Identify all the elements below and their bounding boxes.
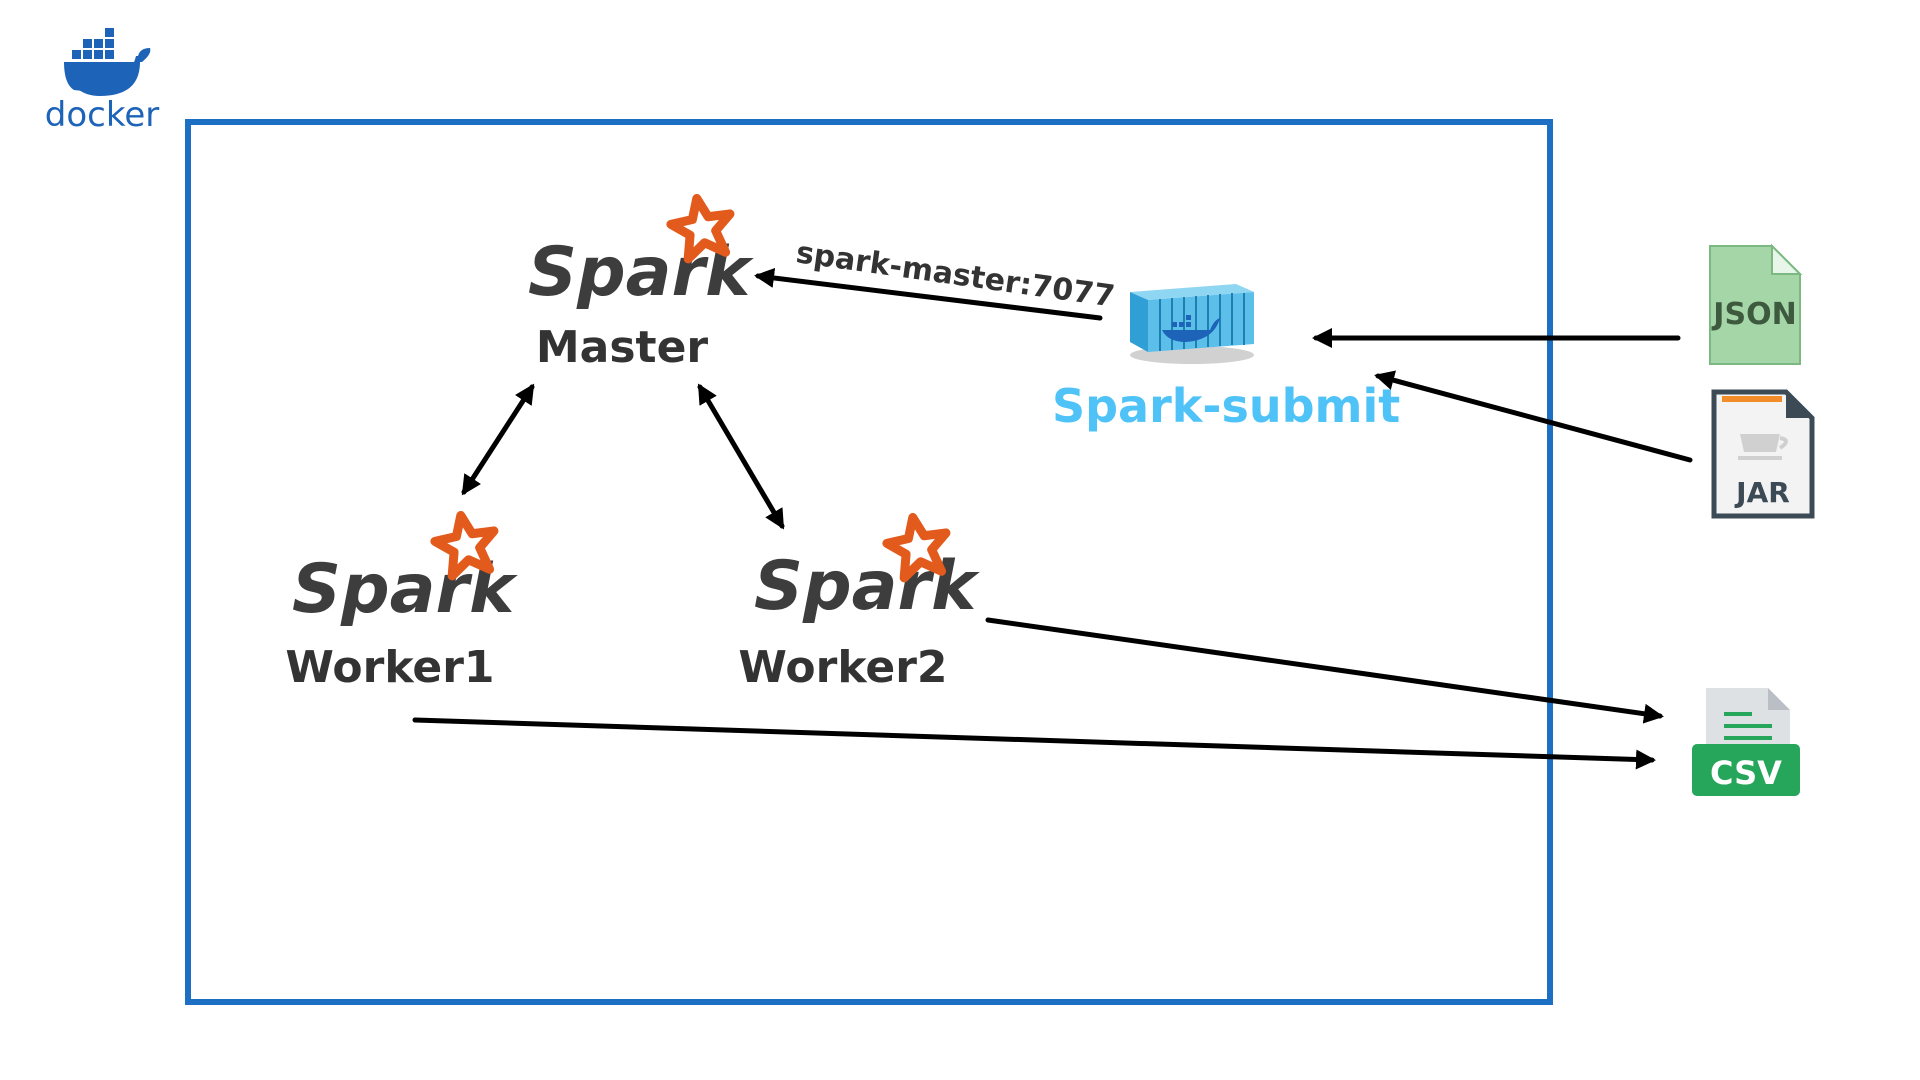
docker-label: docker <box>45 95 159 135</box>
jar-file-label: JAR <box>1734 476 1790 509</box>
docker-logo: docker <box>45 28 159 135</box>
worker2-label: Worker2 <box>738 642 947 693</box>
edge-submit-to-master <box>754 268 1103 321</box>
docker-whale-icon <box>64 28 151 96</box>
edge-worker2-to-csv <box>985 617 1664 724</box>
edge-worker1-to-csv <box>412 717 1656 770</box>
spark-worker1-node: Spark Worker1 <box>285 510 518 693</box>
master-label: Master <box>536 322 709 373</box>
jar-file-icon: JAR <box>1711 389 1815 519</box>
csv-file-label: CSV <box>1710 754 1782 792</box>
edge-master-worker1 <box>461 383 535 496</box>
spark-submit-node: Spark-submit <box>1052 284 1400 433</box>
spark-logo: Spark <box>292 510 518 629</box>
json-file-icon: JSON <box>1709 243 1803 365</box>
spark-star-icon <box>882 512 951 583</box>
edge-jar-to-submit <box>1374 370 1693 463</box>
docker-container-icon <box>1130 284 1254 364</box>
spark-submit-label: Spark-submit <box>1052 379 1400 433</box>
spark-star-icon <box>666 193 735 264</box>
spark-master-node: Spark Master <box>528 193 754 373</box>
csv-file-icon: CSV <box>1692 688 1800 796</box>
edge-master-worker2 <box>697 383 785 530</box>
spark-worker2-node: Spark Worker2 <box>738 512 980 693</box>
coffee-cup-icon <box>1738 434 1788 460</box>
spark-logo: Spark <box>754 512 980 626</box>
spark-logo-text: Spark <box>754 547 980 626</box>
spark-logo: Spark <box>528 193 754 312</box>
spark-star-icon <box>430 510 499 581</box>
json-file-label: JSON <box>1711 297 1796 332</box>
worker1-label: Worker1 <box>285 642 494 693</box>
docker-cluster-boundary <box>185 119 1553 1005</box>
